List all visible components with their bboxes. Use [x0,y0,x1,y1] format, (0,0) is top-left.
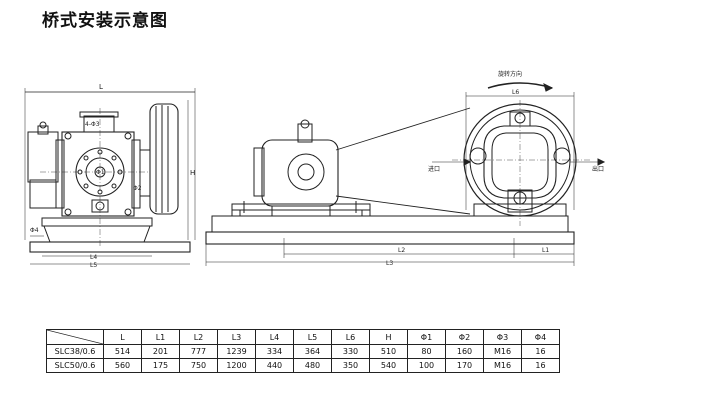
value-cell: 160 [445,344,484,359]
value-cell: 480 [293,358,332,373]
spec-table-header-row: L L1 L2 L3 L4 L5 L6 H Φ1 Φ2 Φ3 Φ4 [46,329,560,345]
spec-table-corner [46,329,104,345]
dim-l3-label: L3 [386,260,393,267]
header-cell: L2 [179,329,218,345]
corner-diagonal [47,330,103,344]
value-cell: M16 [483,358,522,373]
value-cell: 777 [179,344,218,359]
value-cell: 334 [255,344,294,359]
value-cell: 750 [179,358,218,373]
value-cell: 175 [141,358,180,373]
front-view: L3 L2 L1 L6 旋转方向 [205,70,606,267]
side-view: L H Φ1 Φ2 4-Φ3 [24,83,195,269]
value-cell: 80 [407,344,446,359]
dim-l-label: L [99,83,103,91]
rotation-arrow-icon [487,82,553,89]
model-cell: SLC50/0.6 [46,358,104,373]
dim-l2-label: L2 [398,247,405,254]
outlet-label: 出口 [592,165,604,173]
dim-phi3-label: 4-Φ3 [85,121,100,128]
value-cell: 1239 [217,344,256,359]
dim-l5-label: L5 [90,262,97,269]
table-row: SLC38/0.6 514 201 777 1239 334 364 330 5… [46,344,560,359]
header-cell: L1 [141,329,180,345]
dim-l1-label: L1 [542,247,549,254]
dim-l6-label: L6 [512,89,519,96]
value-cell: M16 [483,344,522,359]
page-title: 桥式安装示意图 [42,11,168,31]
value-cell: 170 [445,358,484,373]
dim-phi4-label: Φ4 [30,227,39,234]
value-cell: 100 [407,358,446,373]
dim-phi1-label: Φ1 [96,169,105,176]
value-cell: 364 [293,344,332,359]
header-cell: L [103,329,142,345]
value-cell: 16 [521,344,560,359]
header-cell: Φ3 [483,329,522,345]
header-cell: H [369,329,408,345]
value-cell: 1200 [217,358,256,373]
value-cell: 330 [331,344,370,359]
dim-phi2-label: Φ2 [133,185,142,192]
value-cell: 201 [141,344,180,359]
header-cell: L3 [217,329,256,345]
value-cell: 514 [103,344,142,359]
spec-table: L L1 L2 L3 L4 L5 L6 H Φ1 Φ2 Φ3 Φ4 SLC38/… [46,329,560,373]
dim-h-label: H [190,169,195,177]
value-cell: 350 [331,358,370,373]
header-cell: Φ2 [445,329,484,345]
installation-drawing: L H Φ1 Φ2 4-Φ3 [24,70,606,269]
table-row: SLC50/0.6 560 175 750 1200 440 480 350 5… [46,358,560,373]
value-cell: 540 [369,358,408,373]
model-cell: SLC38/0.6 [46,344,104,359]
value-cell: 560 [103,358,142,373]
value-cell: 16 [521,358,560,373]
inlet-label: 进口 [428,165,440,173]
value-cell: 510 [369,344,408,359]
dim-l4-label: L4 [90,254,97,261]
header-cell: L6 [331,329,370,345]
header-cell: Φ1 [407,329,446,345]
value-cell: 440 [255,358,294,373]
header-cell: L4 [255,329,294,345]
header-cell: Φ4 [521,329,560,345]
header-cell: L5 [293,329,332,345]
rotation-direction-label: 旋转方向 [498,70,522,78]
